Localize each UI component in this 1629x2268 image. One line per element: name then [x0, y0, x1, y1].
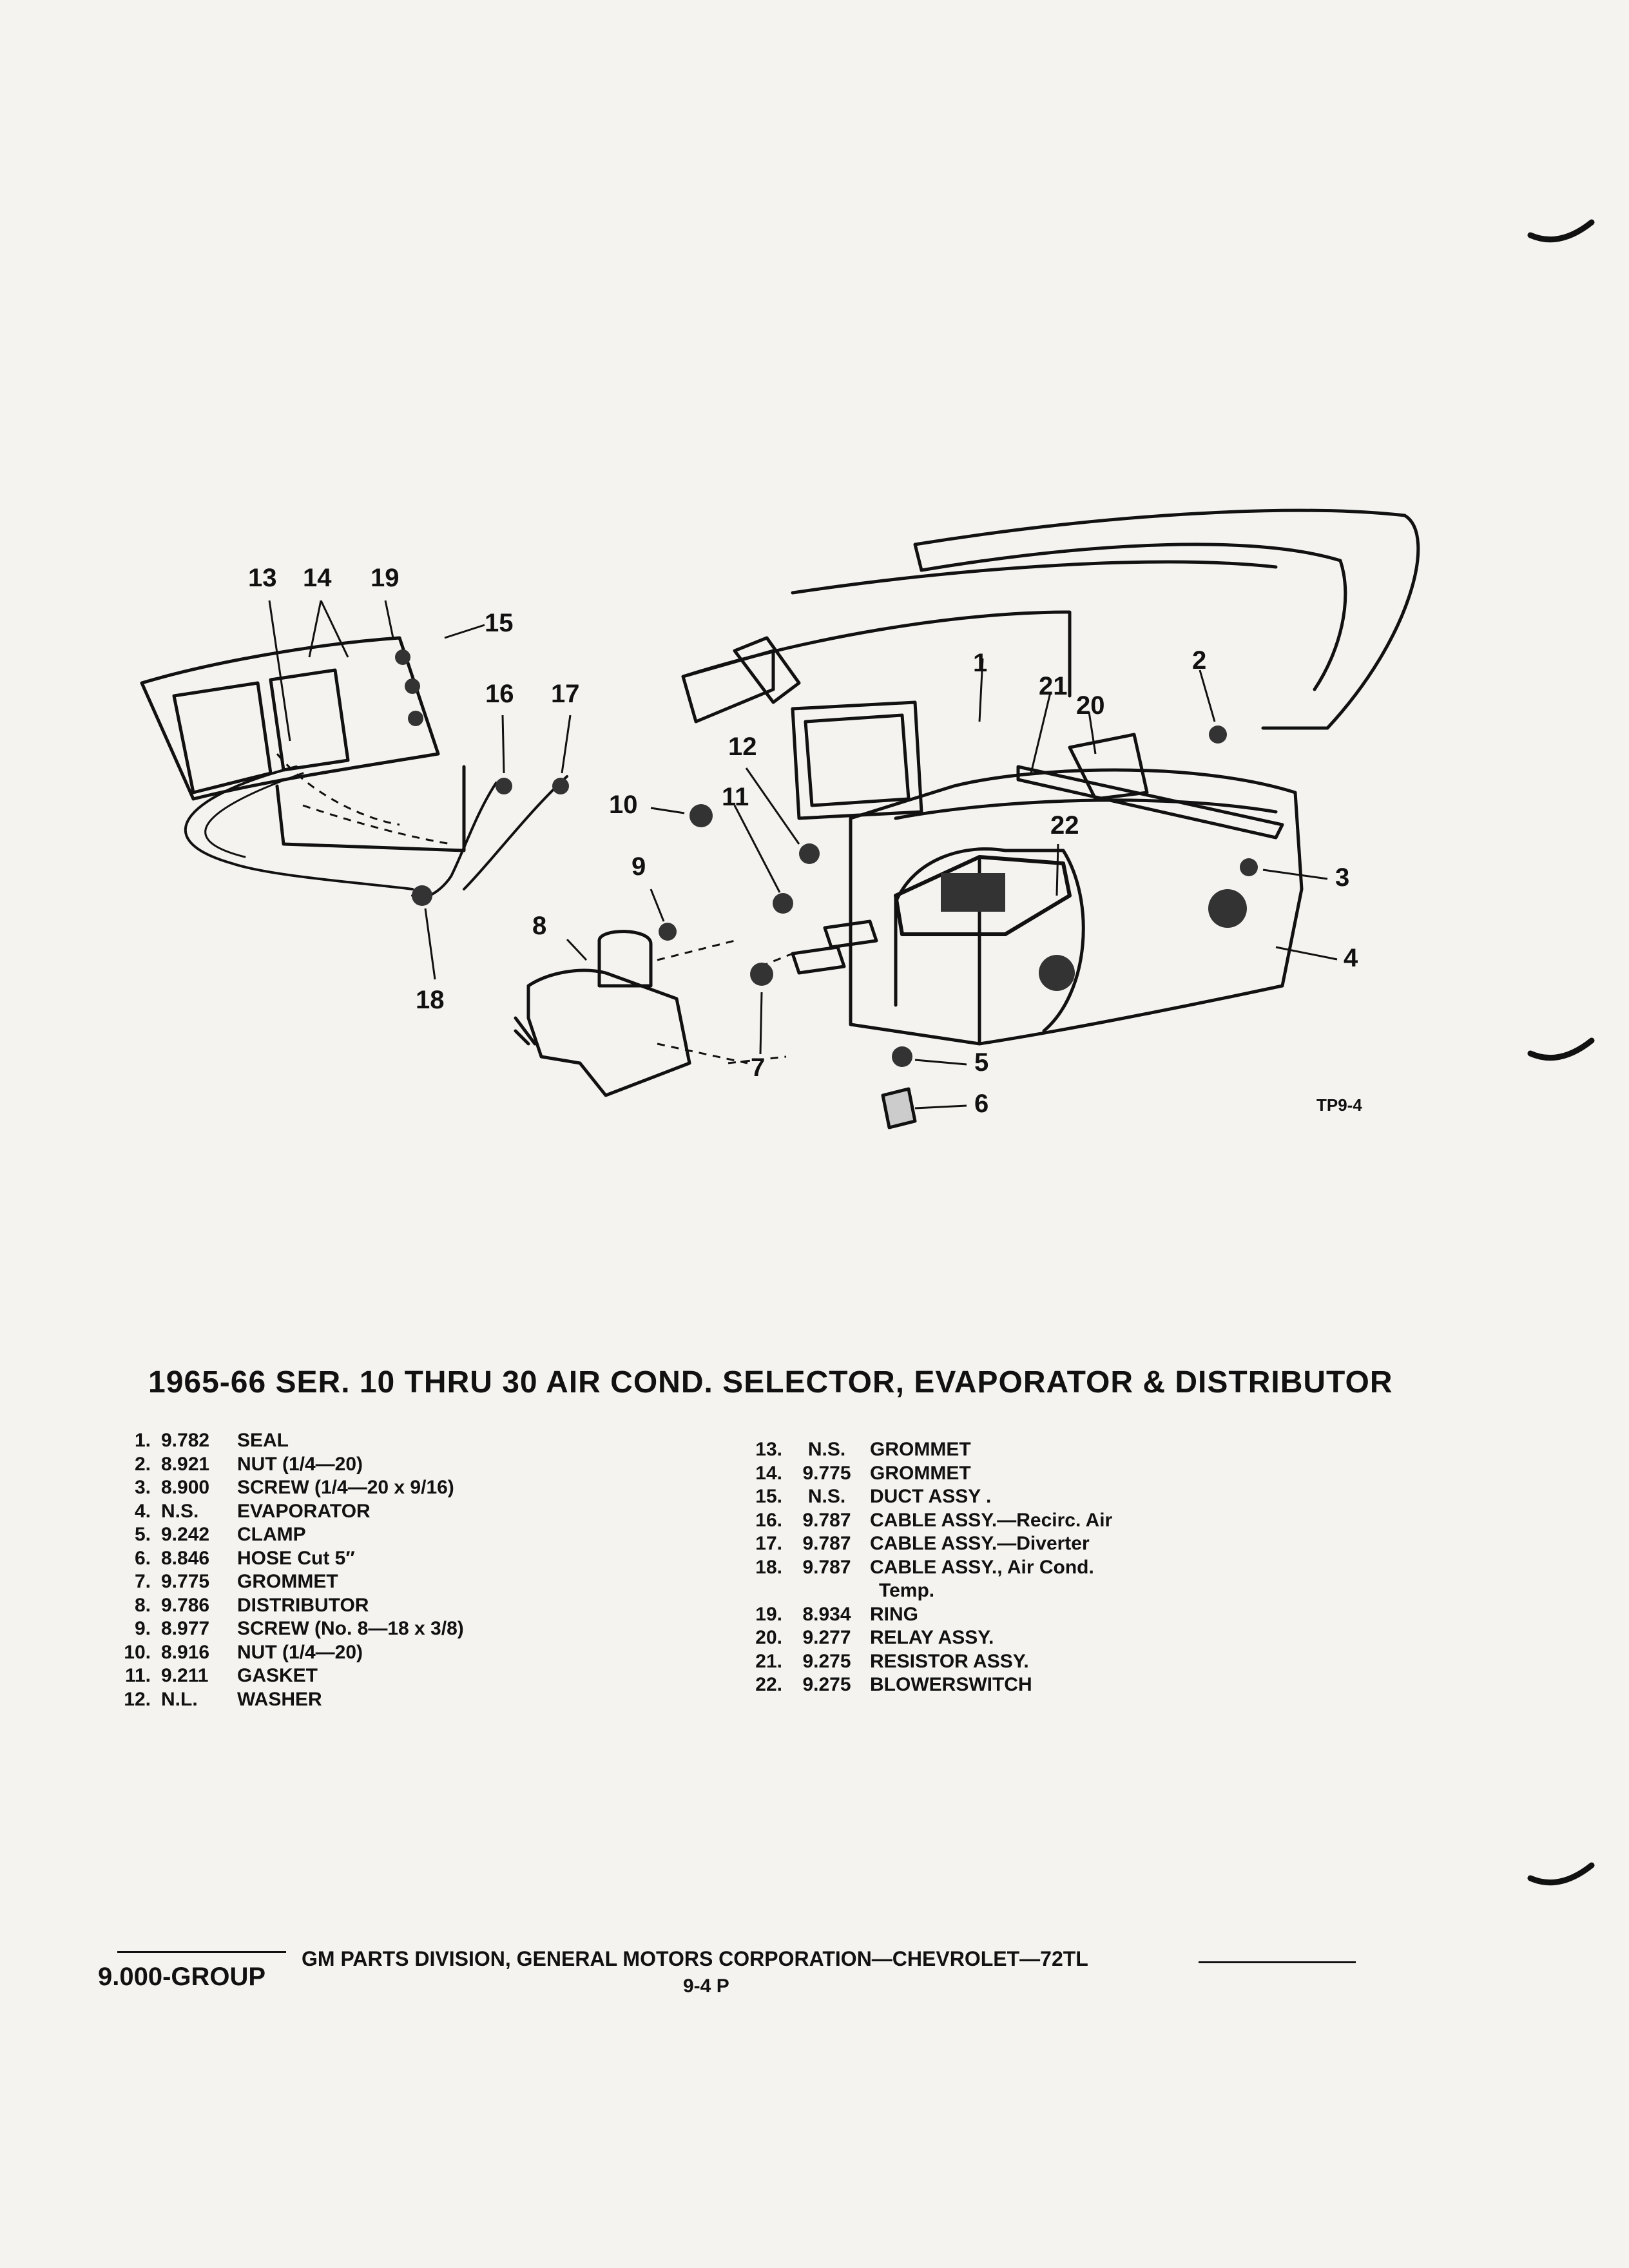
callout-11: 11 [722, 783, 749, 811]
screw-9-part [659, 923, 677, 941]
screw-3-part [1240, 858, 1258, 876]
callout-15: 15 [485, 609, 514, 637]
callout-16: 16 [485, 680, 514, 708]
distributor-housing [526, 968, 691, 1097]
callout-21: 21 [1039, 672, 1068, 700]
callout-3: 3 [1335, 863, 1349, 892]
footer-rule-left [117, 1951, 286, 1953]
callout-9: 9 [631, 852, 646, 881]
footer-group: 9.000-GROUP [98, 1963, 266, 1991]
parts-row: 12.N.L.WASHER [124, 1688, 322, 1710]
callout-12: 12 [728, 733, 757, 761]
nut-10-part [689, 804, 713, 827]
callout-13: 13 [248, 564, 277, 592]
callout-17: 17 [551, 680, 580, 708]
callout-10: 10 [609, 791, 638, 819]
callout-1: 1 [973, 649, 987, 677]
callout-19: 19 [371, 564, 400, 592]
page-number: 9-4 P [683, 1975, 729, 1997]
grommet-7-part [750, 963, 773, 986]
callout-5: 5 [974, 1048, 988, 1077]
parts-row-continuation: Temp. [879, 1580, 935, 1601]
callout-7: 7 [751, 1053, 765, 1082]
callout-2: 2 [1192, 646, 1206, 675]
callout-4: 4 [1344, 944, 1358, 972]
parts-row: 13.N.S.GROMMET [755, 1439, 971, 1460]
binder-mark-bottom [1527, 1862, 1595, 1886]
callout-8: 8 [532, 912, 546, 940]
callout-14: 14 [303, 564, 332, 592]
parts-row: 4.N.S.EVAPORATOR [134, 1500, 371, 1522]
gasket-11-part [773, 893, 793, 914]
dash-panel [913, 508, 1420, 730]
callout-6: 6 [974, 1090, 988, 1118]
callout-22: 22 [1050, 811, 1079, 840]
callout-20: 20 [1076, 691, 1105, 720]
parts-row: 15.N.S.DUCT ASSY . [755, 1486, 992, 1507]
figure-code: TP9-4 [1316, 1095, 1362, 1115]
exploded-parts-diagram: 13 14 19 15 16 17 18 10 11 12 9 8 7 5 6 … [140, 508, 1420, 1129]
binder-mark-middle [1527, 1037, 1595, 1061]
washer-12-part [799, 843, 820, 864]
footer-rule-right [1199, 1961, 1356, 1963]
binder-mark-top [1527, 219, 1595, 243]
selector-duct [140, 636, 440, 801]
nut-2-part [1209, 726, 1227, 744]
page-title: 1965-66 SER. 10 THRU 30 AIR COND. SELECT… [148, 1365, 1393, 1399]
footer-publisher: GM PARTS DIVISION, GENERAL MOTORS CORPOR… [302, 1947, 1088, 1970]
callout-18: 18 [416, 986, 445, 1014]
